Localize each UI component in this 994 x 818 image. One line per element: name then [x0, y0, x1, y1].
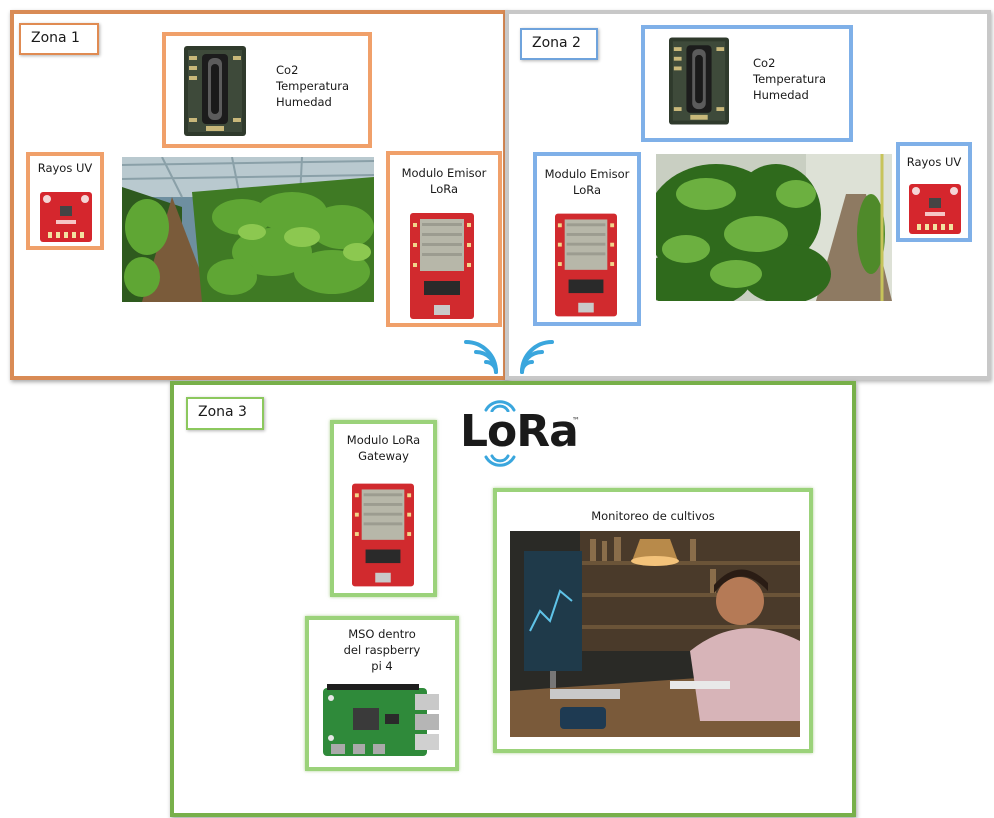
wireless-signal-right-icon [520, 340, 554, 374]
zone-1-label: Zona 1 [19, 23, 99, 55]
zone-3-gateway-box: Modulo LoRa Gateway [330, 420, 437, 597]
zone-3-label: Zona 3 [186, 397, 264, 430]
lora-gateway-module-icon [352, 483, 414, 587]
zone-2-co2-sensor-caption: Co2 Temperatura Humedad [753, 56, 827, 102]
co2-sensor-module-icon [184, 46, 246, 136]
zone-2-emitter-box: Modulo Emisor LoRa [533, 152, 641, 326]
zone-2-label: Zona 2 [520, 28, 598, 60]
zone-1-uv-label: Rayos UV [37, 161, 93, 175]
zone-1-co2-sensor-caption: Co2 Temperatura Humedad [276, 63, 350, 109]
zone-3-gateway-caption: Modulo LoRa Gateway [346, 433, 421, 463]
uv-sensor-module-icon [40, 192, 92, 242]
zone-1-co2-sensor-box: Co2 Temperatura Humedad [162, 32, 372, 148]
zone-1-greenhouse-image [122, 157, 374, 302]
monitoring-photo-image [510, 531, 800, 737]
zone-1-uv-sensor-box: Rayos UV [26, 152, 104, 250]
wireless-signal-left-icon [464, 340, 498, 374]
zone-1-emitter-box: Modulo Emisor LoRa [386, 151, 502, 327]
zone-2-greenhouse-image [656, 154, 892, 301]
uv-sensor-module-icon [909, 184, 961, 234]
co2-sensor-module-icon [669, 37, 729, 125]
zone-2-uv-label: Rayos UV [906, 155, 962, 169]
zone-3-monitor-box: Monitoreo de cultivos [493, 488, 813, 753]
raspberry-pi-board-icon [323, 684, 439, 756]
zone-3-raspberry-box: MSO dentro del raspberry pi 4 [305, 616, 459, 771]
zone-3-raspberry-caption: MSO dentro del raspberry pi 4 [343, 627, 421, 673]
zone-2-uv-sensor-box: Rayos UV [896, 142, 972, 242]
lora-logo-bottom-waves-icon [484, 454, 516, 467]
lora-emitter-module-icon [410, 213, 474, 319]
lora-logo-text: LoRa [460, 406, 579, 457]
zone-2-emitter-caption: Modulo Emisor LoRa [544, 167, 630, 197]
lora-logo-trademark: ™ [572, 416, 580, 425]
lora-logo: LoRa ™ [458, 398, 588, 472]
zone-3-monitor-caption: Monitoreo de cultivos [591, 509, 715, 523]
zone-1-emitter-caption: Modulo Emisor LoRa [401, 166, 487, 196]
lora-logo-top-waves-icon [484, 400, 516, 412]
zone-2-co2-sensor-box: Co2 Temperatura Humedad [641, 25, 853, 142]
lora-emitter-module-icon [555, 213, 617, 317]
